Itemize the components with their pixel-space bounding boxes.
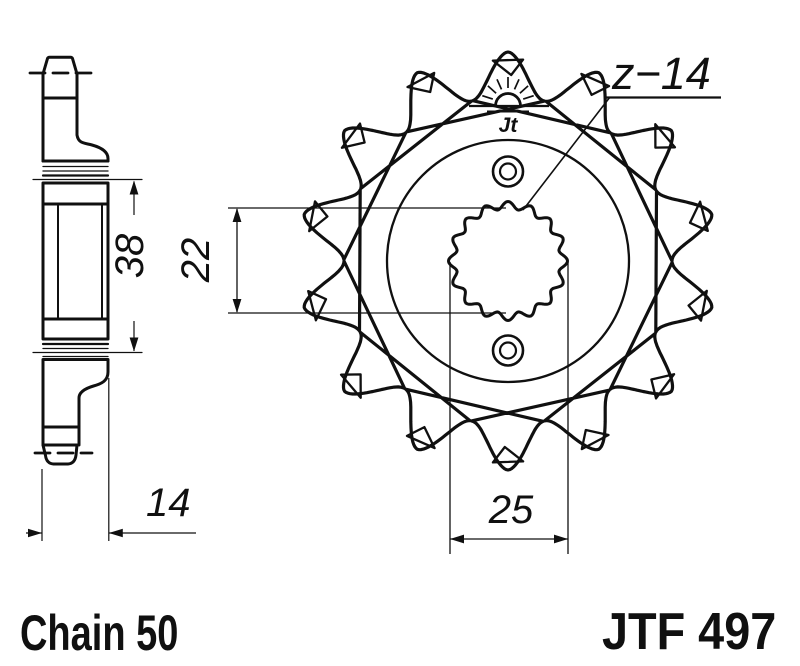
- dim-25-arrows: [450, 534, 568, 544]
- sun-rays: [482, 77, 534, 100]
- spline-bore-outline: [446, 199, 570, 323]
- section-hatch-upper: [41, 96, 110, 163]
- section-top-tooth: [41, 55, 79, 100]
- jt-logo-text: Jt: [499, 114, 519, 137]
- hub-circle: [385, 138, 631, 384]
- section-hatch-band-upper: [41, 181, 110, 206]
- bolt-hole-bottom-inner: [498, 341, 518, 360]
- dim-38-label: 38: [108, 233, 152, 278]
- tooth-tip-chamfer-marks: [307, 58, 709, 464]
- section-bottom-tooth: [41, 443, 79, 466]
- dim-25-lines: [449, 262, 569, 554]
- sun-dome: [494, 92, 522, 107]
- bolt-hole-top-outer: [491, 155, 525, 188]
- bore-and-holes: [446, 155, 570, 367]
- bore-inner-edges: [57, 203, 103, 320]
- front-view: [302, 50, 714, 472]
- teeth-count-callout: z−14: [522, 48, 721, 211]
- section-hatch-lower: [41, 358, 110, 429]
- section-bore: [41, 202, 110, 321]
- chain-type-label: Chain 50: [20, 606, 178, 661]
- bolt-hole-top-inner: [498, 162, 518, 181]
- part-number-label: JTF 497: [602, 603, 776, 661]
- dim-25-label: 25: [488, 488, 534, 532]
- dim-22-label: 22: [174, 238, 218, 284]
- drawing-labels: Chain 50 JTF 497: [20, 603, 776, 662]
- dim-14-lines: [26, 378, 196, 541]
- dimension-22: 22: [174, 207, 506, 314]
- section-hatch-band-lower: [41, 317, 110, 341]
- dimension-25: 25: [449, 262, 569, 554]
- dimension-38: 38: [108, 180, 152, 352]
- jt-sun-logo: Jt: [469, 77, 549, 137]
- dim-14-label: 14: [146, 481, 191, 525]
- sprocket-front-outline: [302, 50, 714, 472]
- leader-line: [522, 96, 611, 211]
- dimension-14: 14: [26, 378, 196, 541]
- teeth-count-label: z−14: [611, 48, 711, 99]
- dim-22-lines: [228, 207, 506, 314]
- side-section-view: [28, 55, 143, 466]
- bolt-hole-bottom-outer: [491, 334, 525, 367]
- section-plate-edges: [41, 425, 81, 447]
